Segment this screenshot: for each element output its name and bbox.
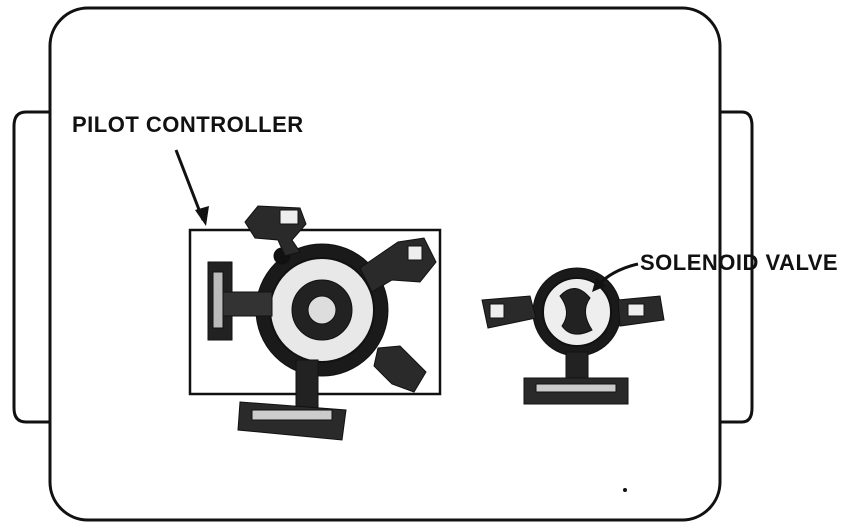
pilot-controller-label: PILOT CONTROLLER [72, 112, 304, 138]
solenoid-valve-label: SOLENOID VALVE [640, 250, 838, 276]
solenoid-valve-device [482, 268, 664, 404]
pilot-controller-device [208, 206, 436, 440]
pilot-controller-arrowhead [195, 206, 209, 226]
speck [623, 488, 627, 492]
left-handle [14, 112, 50, 422]
